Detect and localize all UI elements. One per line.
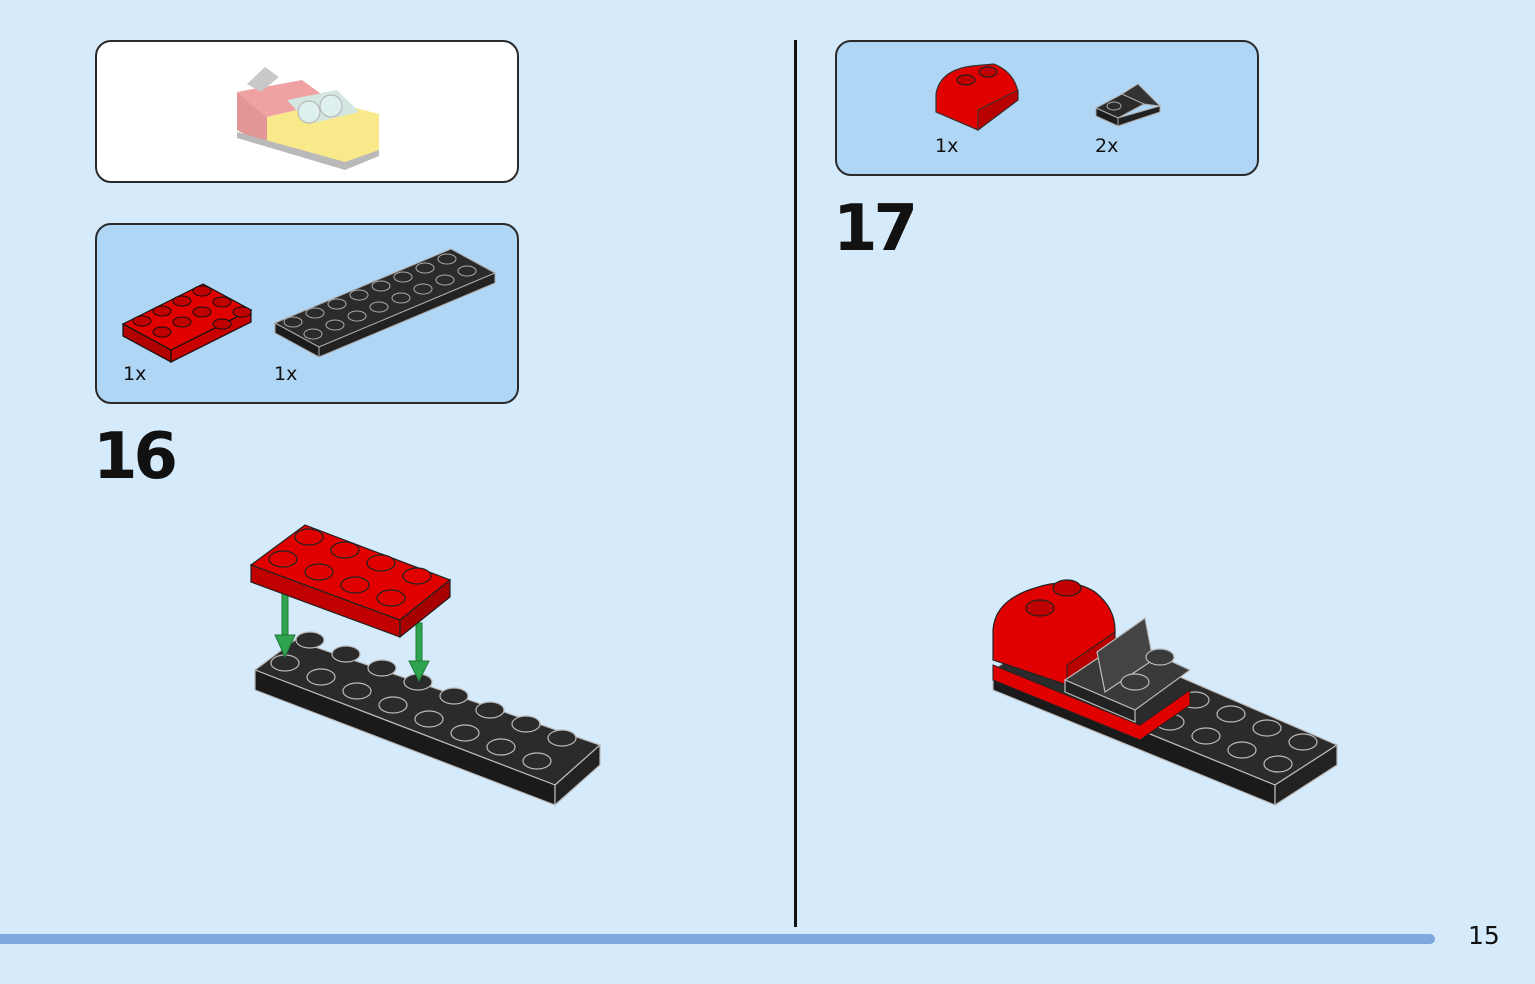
parts-list-panel-step-17: 1x 2x [835, 40, 1259, 176]
reference-model-panel [95, 40, 519, 183]
red-curved-slope-icon [935, 63, 1019, 131]
page-footer-bar [0, 934, 1435, 944]
part-qty-black-bracket: 2x [1095, 135, 1119, 157]
part-qty-black-plate: 1x [274, 363, 298, 385]
page-divider [794, 40, 797, 927]
parts-list-panel-step-16: 1x 1x [95, 223, 519, 404]
step-17-assembly-illustration [991, 579, 1339, 807]
reference-model-illustration [237, 67, 379, 170]
page-number: 15 [1468, 921, 1500, 950]
step-number-17: 17 [833, 192, 918, 266]
step-number-16: 16 [93, 420, 178, 494]
red-plate-2x4-icon [121, 283, 253, 364]
black-plate-2x8-icon [273, 248, 497, 358]
placement-arrows [274, 592, 430, 683]
step-16-assembly-illustration [249, 524, 602, 807]
black-bracket-icon [1094, 83, 1162, 127]
part-qty-red-plate: 1x [123, 363, 147, 385]
part-qty-red-curved-slope: 1x [935, 135, 959, 157]
